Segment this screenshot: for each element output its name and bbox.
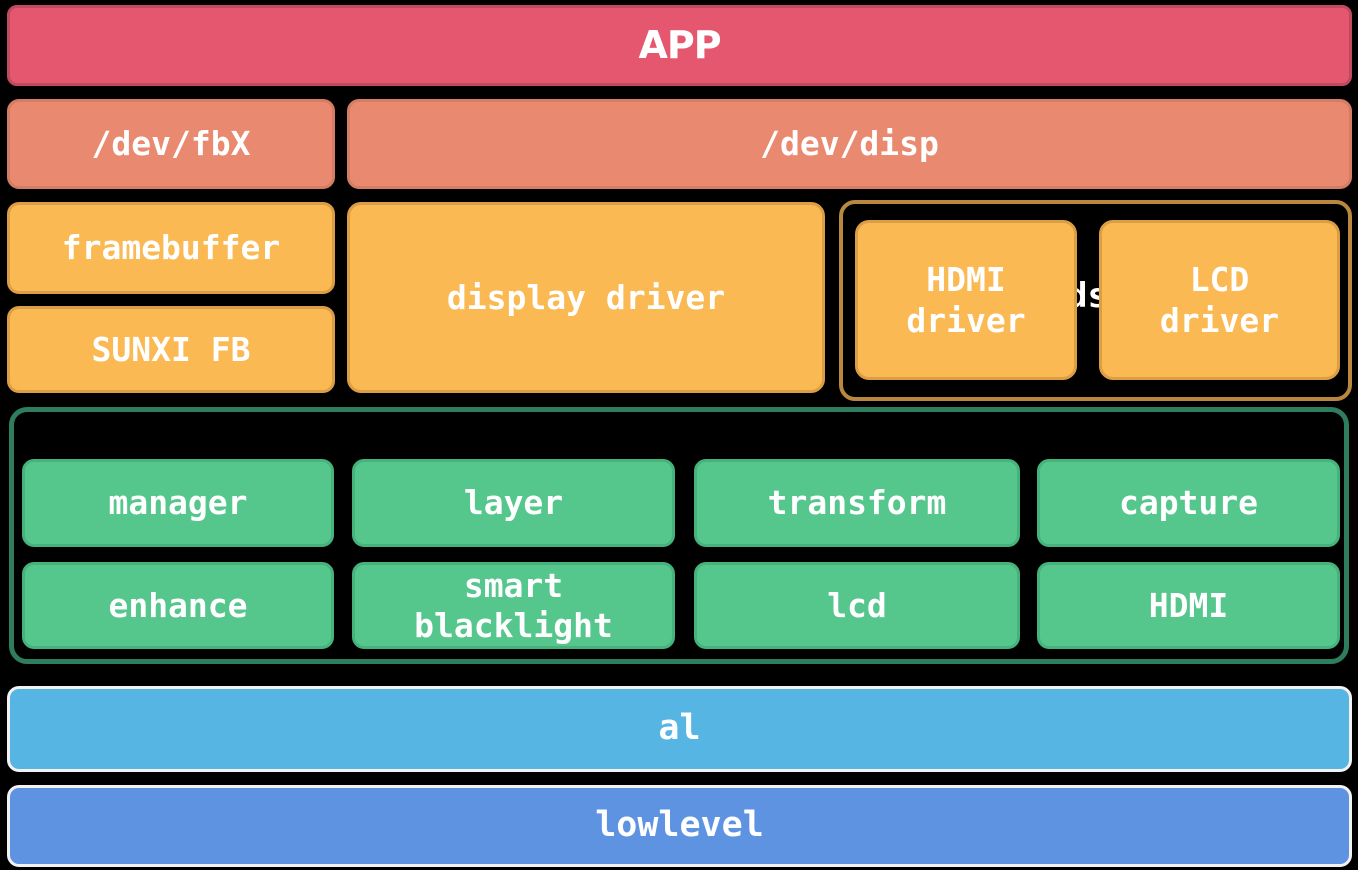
display-driver-box: display driver (347, 202, 825, 393)
framebuffer-box: framebuffer (7, 202, 335, 294)
enhance-box: enhance (22, 562, 334, 649)
al-layer-box: al (7, 686, 1352, 772)
transform-box: transform (694, 459, 1020, 547)
lcd-driver-box: LCD driver (1099, 220, 1340, 380)
output-driver-group (839, 200, 1352, 401)
manager-box: manager (22, 459, 334, 547)
lcd-box: lcd (694, 562, 1020, 649)
layer-box: layer (352, 459, 675, 547)
hdmi-driver-box: HDMI driver (855, 220, 1077, 380)
app-layer-box: APP (7, 5, 1352, 86)
disp-core-group (9, 407, 1349, 664)
smart-blacklight-box: smart blacklight (352, 562, 675, 649)
sunxi-fb-box: SUNXI FB (7, 306, 335, 393)
lowlevel-layer-box: lowlevel (7, 785, 1352, 867)
dev-fbx-box: /dev/fbX (7, 99, 335, 189)
dev-disp-box: /dev/disp (347, 99, 1352, 189)
hdmi-box: HDMI (1037, 562, 1340, 649)
capture-box: capture (1037, 459, 1340, 547)
